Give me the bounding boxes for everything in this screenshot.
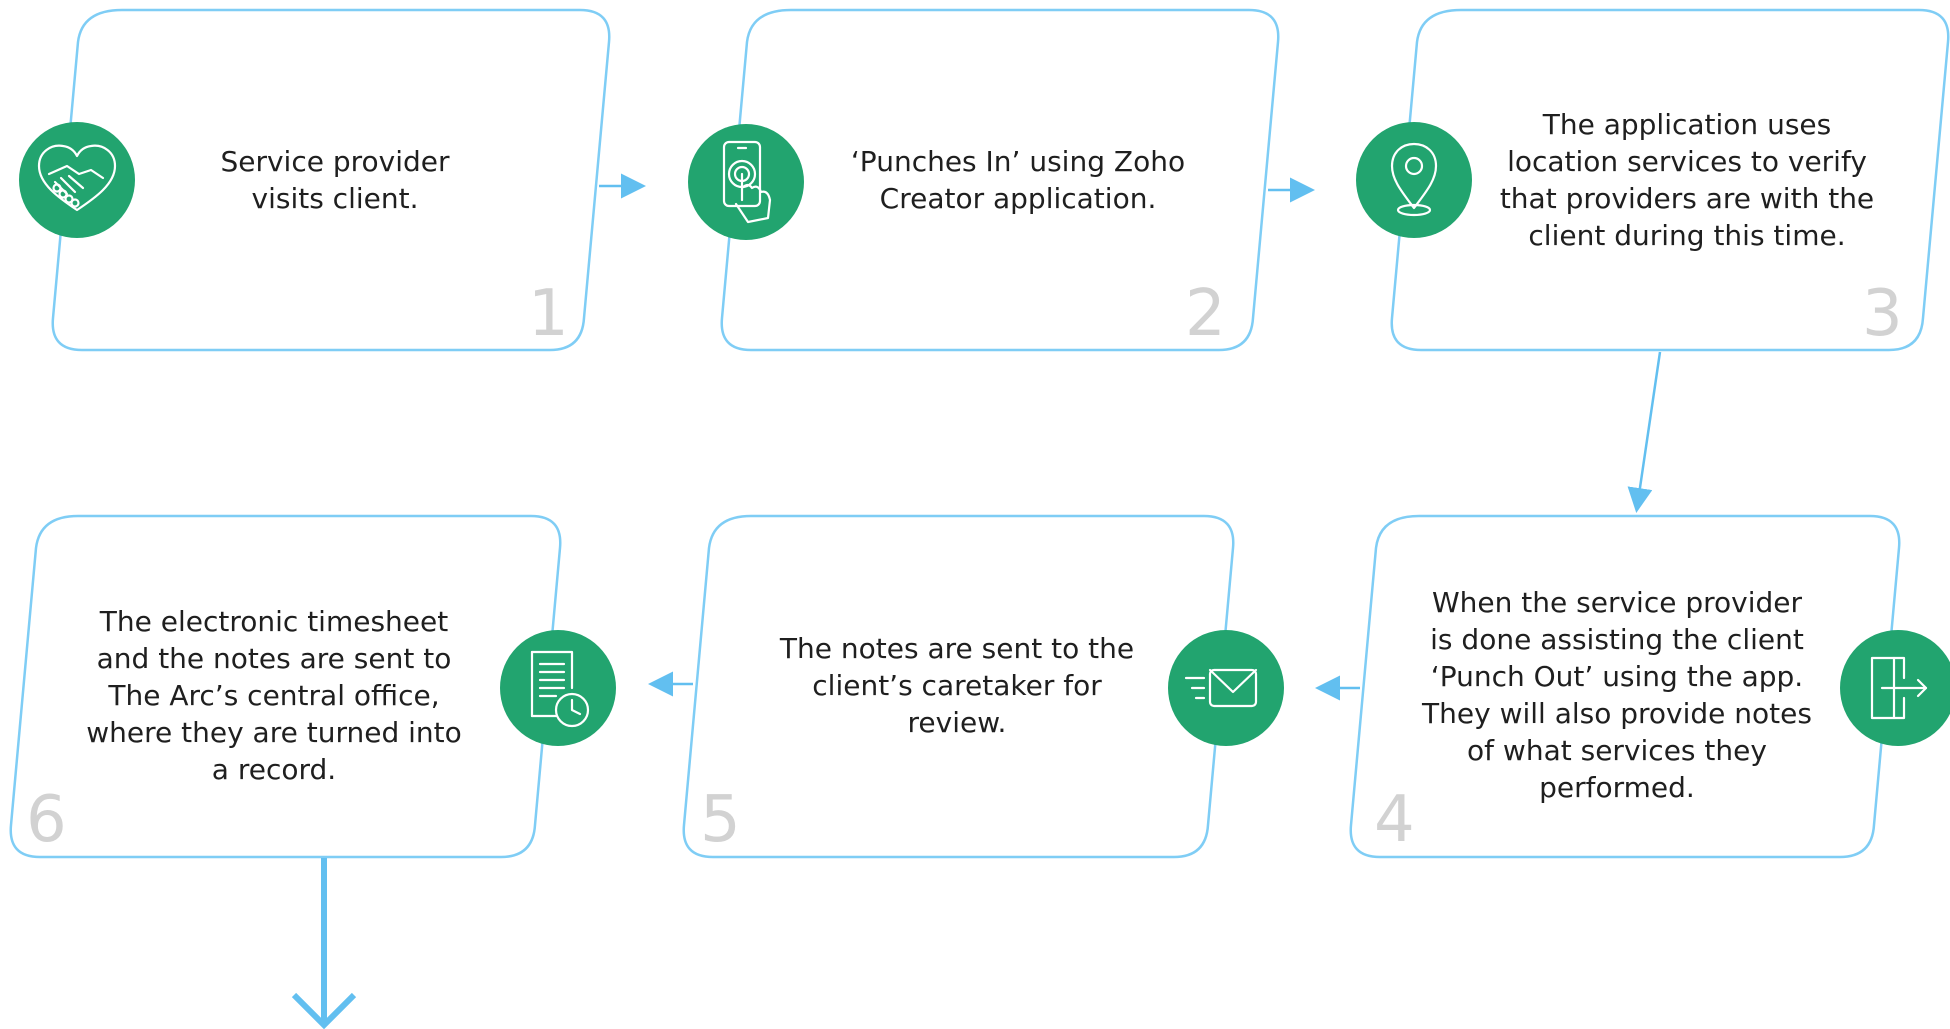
timesheet-clock-icon (500, 630, 616, 746)
step-4-text: When the service provider is done assist… (1422, 586, 1812, 804)
step-card-1 (51, 8, 611, 352)
step-card-2 (720, 8, 1280, 352)
step-3-text: The application uses location services t… (1499, 108, 1875, 252)
step-2-text: ‘Punches In’ using Zoho Creator applicat… (850, 145, 1186, 215)
step-card-4 (1349, 514, 1901, 859)
exit-door-icon (1840, 630, 1950, 746)
step-5-number: 5 (700, 783, 741, 857)
send-mail-icon (1168, 630, 1284, 746)
step-6-number: 6 (26, 783, 67, 857)
step-1-text: Service provider visits client. (220, 145, 450, 215)
step-4-number: 4 (1374, 783, 1415, 857)
step-6-text: The electronic timesheet and the notes a… (86, 604, 462, 786)
phone-touch-icon (688, 124, 804, 240)
arrow-down-exit (291, 858, 357, 1029)
step-5-text: The notes are sent to the client’s caret… (779, 631, 1135, 739)
step-card-5 (682, 514, 1235, 859)
location-pin-icon (1356, 122, 1472, 238)
step-card-3 (1390, 8, 1950, 352)
step-3-number: 3 (1862, 277, 1903, 351)
step-1-number: 1 (528, 277, 569, 351)
handshake-heart-icon (19, 122, 135, 238)
arrow-3-to-4 (1627, 351, 1662, 513)
step-card-6 (9, 514, 562, 859)
step-2-number: 2 (1185, 277, 1226, 351)
